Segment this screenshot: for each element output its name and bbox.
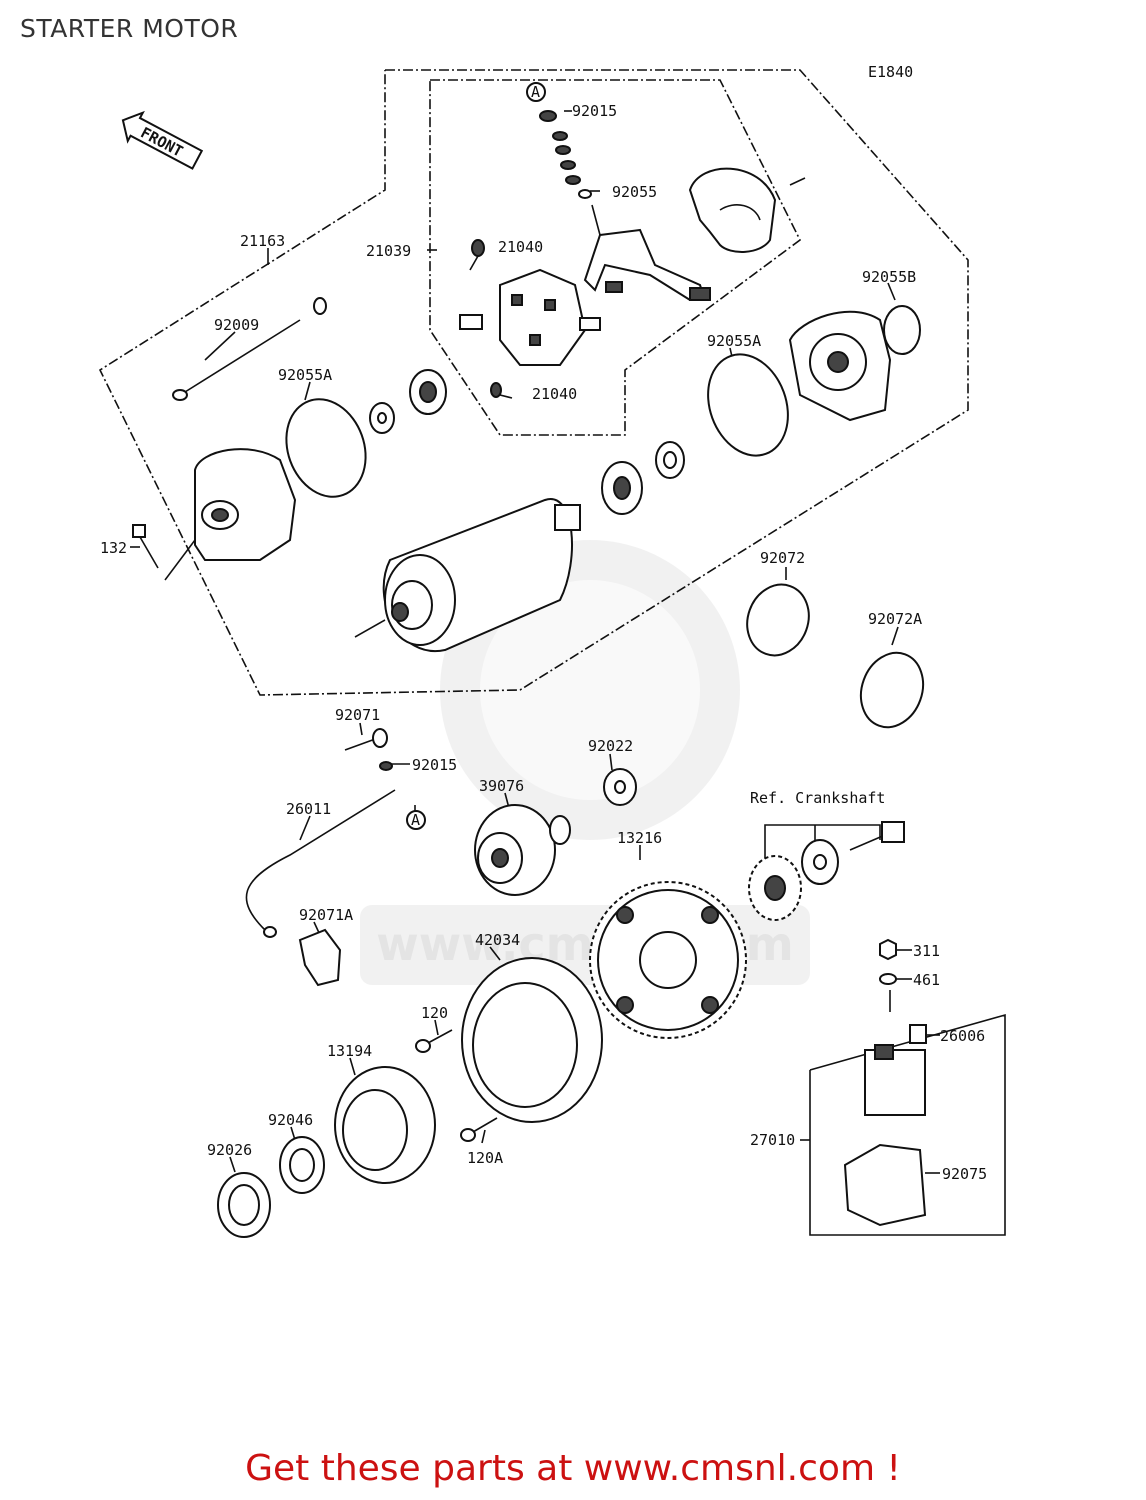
terminal-bolt xyxy=(344,728,393,771)
part-label: 92072A xyxy=(868,610,922,628)
part-label: 120A xyxy=(467,1149,503,1167)
crankshaft-sprocket xyxy=(748,855,802,921)
needle-bearing xyxy=(279,1136,325,1194)
part-label: 92015 xyxy=(572,102,617,120)
terminal-boot xyxy=(909,1024,927,1044)
part-label: 26011 xyxy=(286,800,331,818)
part-label: 92055A xyxy=(707,332,761,350)
o-ring-92055b xyxy=(883,305,921,355)
part-labels: 92015 92055 21163 21039 21040 21040 9205… xyxy=(100,102,987,1183)
page-title: STARTER MOTOR xyxy=(20,14,239,43)
bearing-rear xyxy=(601,441,685,515)
svg-text:A: A xyxy=(531,83,540,101)
washer-92026 xyxy=(217,1172,271,1238)
bracket-crankshaft xyxy=(764,824,881,860)
part-label: 21163 xyxy=(240,232,285,250)
part-label: 13216 xyxy=(617,829,662,847)
part-label: 92055B xyxy=(862,268,916,286)
brush-lead-upper xyxy=(469,239,485,271)
part-label: 27010 xyxy=(750,1131,795,1149)
part-label: 92071 xyxy=(335,706,380,724)
footer-link-text[interactable]: Get these parts at www.cmsnl.com ! xyxy=(245,1448,901,1489)
part-label: 21040 xyxy=(498,238,543,256)
bolt-120 xyxy=(415,1029,453,1053)
circlip-92072a xyxy=(859,651,925,729)
part-label: 21040 xyxy=(532,385,577,403)
bracket-27010 xyxy=(809,1013,1006,1236)
washer-92022 xyxy=(603,768,637,806)
bearing-front xyxy=(369,369,447,434)
svg-text:A: A xyxy=(411,811,420,829)
part-label: 42034 xyxy=(475,931,520,949)
part-label: 26006 xyxy=(940,1027,985,1045)
nut-311 xyxy=(879,938,897,961)
part-label: 92075 xyxy=(942,1165,987,1183)
part-label: 92055A xyxy=(278,366,332,384)
bolt-132 xyxy=(132,524,159,569)
bolt-120a xyxy=(460,1117,498,1142)
callout-a-bottom: A xyxy=(406,810,426,830)
part-label: 39076 xyxy=(479,777,524,795)
assembly-boundary-21163 xyxy=(98,69,969,696)
starter-cable xyxy=(245,789,396,938)
part-label: 92026 xyxy=(207,1141,252,1159)
washer-small xyxy=(313,297,327,315)
starter-relay-cover xyxy=(843,1143,927,1227)
washer-461 xyxy=(879,973,897,985)
o-ring-front xyxy=(285,398,367,498)
part-label: 13194 xyxy=(327,1042,372,1060)
part-label: 311 xyxy=(913,942,940,960)
starter-clutch-rotor xyxy=(461,957,603,1123)
part-label: 21039 xyxy=(366,242,411,260)
assembly-boundary-21039 xyxy=(429,79,802,436)
brush-plate xyxy=(459,268,601,366)
part-label: 92046 xyxy=(268,1111,313,1129)
part-label: 92071A xyxy=(299,906,353,924)
through-bolt xyxy=(172,319,301,401)
o-ring-rear xyxy=(707,353,789,457)
brush-holder xyxy=(583,228,711,301)
front-cover xyxy=(194,448,297,561)
idler-gear xyxy=(474,804,571,896)
terminal-cap xyxy=(298,928,342,987)
part-label: 461 xyxy=(913,971,940,989)
circlip-92072 xyxy=(746,583,810,657)
part-label: 120 xyxy=(421,1004,448,1022)
rear-housing xyxy=(788,310,892,422)
starter-clutch-gear xyxy=(589,881,747,1039)
part-label: 92022 xyxy=(588,737,633,755)
part-label: 132 xyxy=(100,539,127,557)
part-label: 92072 xyxy=(760,549,805,567)
starter-motor-body xyxy=(382,498,581,653)
reference-note: Ref. Crankshaft xyxy=(750,789,885,807)
part-label: 92015 xyxy=(412,756,457,774)
part-label: 92055 xyxy=(612,183,657,201)
crankshaft-bolt xyxy=(849,821,905,851)
brush-cover xyxy=(688,167,777,253)
diagram-code: E1840 xyxy=(868,63,913,81)
front-arrow-icon: FRONT xyxy=(121,110,204,170)
brush-spring-stack xyxy=(539,110,601,236)
part-label: 92009 xyxy=(214,316,259,334)
crankshaft-washer xyxy=(801,839,839,885)
one-way-clutch xyxy=(334,1066,436,1184)
starter-relay-upper xyxy=(864,1044,926,1116)
callout-a-top: A xyxy=(526,82,546,102)
brush-lead-lower xyxy=(490,382,513,399)
